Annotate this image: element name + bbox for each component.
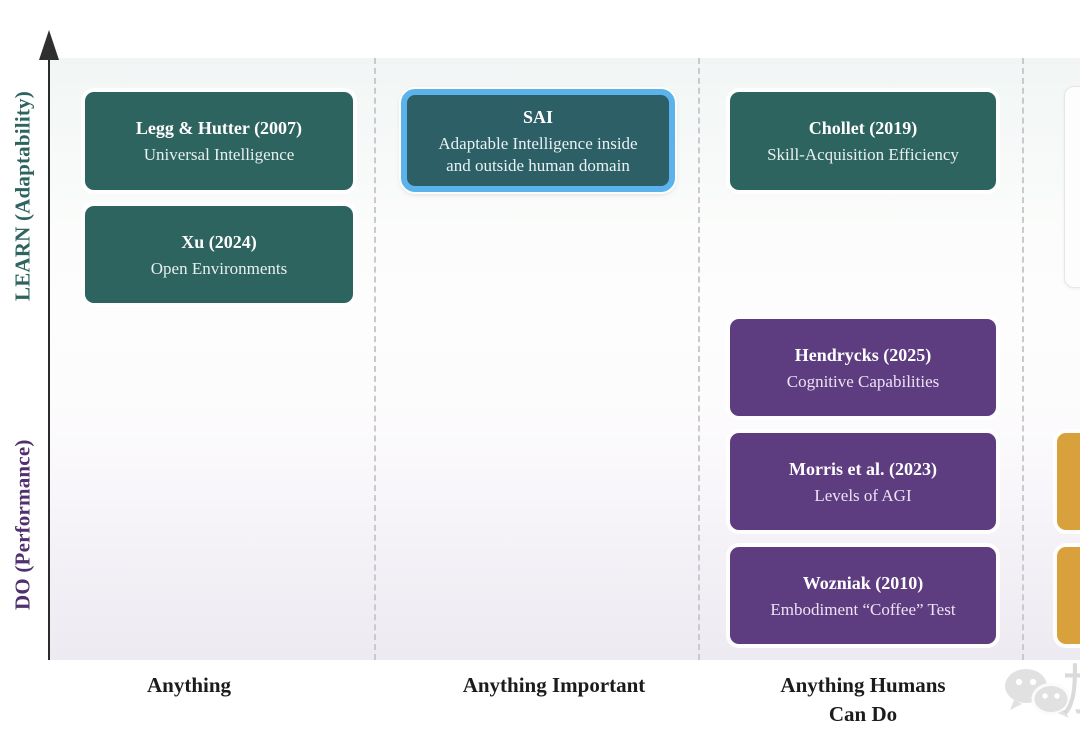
y-axis-label-learn: LEARN (Adaptability)	[10, 91, 35, 301]
node-orange-upper[interactable]	[1057, 433, 1080, 530]
x-tick-line1: Anything Humans	[780, 673, 946, 697]
column-divider-3	[1022, 58, 1024, 660]
y-axis-label-do: DO (Performance)	[10, 439, 35, 611]
y-axis-arrow-icon	[39, 30, 59, 60]
node-orange-lower[interactable]	[1057, 547, 1080, 644]
watermark-text: 加	[1062, 664, 1080, 720]
node-sai[interactable]: SAI Adaptable Intelligence inside and ou…	[401, 89, 675, 192]
node-legg-hutter[interactable]: Legg & Hutter (2007) Universal Intellige…	[85, 92, 353, 190]
node-subtitle: Universal Intelligence	[143, 145, 295, 164]
x-tick-line2: Can Do	[828, 702, 898, 726]
x-tick-anything-important: Anything Important	[462, 673, 646, 697]
node-title: Chollet (2019)	[808, 118, 918, 138]
node-chollet[interactable]: Chollet (2019) Skill-Acquisition Efficie…	[730, 92, 996, 190]
node-title: SAI	[522, 106, 553, 127]
x-tick-anything: Anything	[146, 673, 232, 697]
node-morris[interactable]: Morris et al. (2023) Levels of AGI	[730, 433, 996, 530]
node-hendrycks[interactable]: Hendrycks (2025) Cognitive Capabilities	[730, 319, 996, 416]
node-title: Morris et al. (2023)	[789, 458, 937, 479]
node-subtitle: Skill-Acquisition Efficiency	[767, 145, 959, 164]
y-axis-line	[48, 58, 50, 660]
x-tick-anything-humans-can-do: Anything Humans Can Do	[742, 671, 984, 729]
node-subtitle: Cognitive Capabilities	[786, 371, 940, 391]
node-title: Hendrycks (2025)	[794, 344, 932, 365]
node-wozniak[interactable]: Wozniak (2010) Embodiment “Coffee” Test	[730, 547, 996, 644]
node-subtitle-line2: and outside human domain	[446, 155, 630, 175]
wechat-icon	[998, 662, 1080, 724]
column-divider-1	[374, 58, 376, 660]
node-subtitle: Open Environments	[150, 258, 288, 278]
node-title: Wozniak (2010)	[802, 572, 924, 593]
node-xu[interactable]: Xu (2024) Open Environments	[85, 206, 353, 303]
offscreen-card-edge	[1064, 86, 1080, 288]
node-subtitle: Embodiment “Coffee” Test	[770, 599, 956, 619]
node-title: Legg & Hutter (2007)	[135, 118, 303, 138]
node-subtitle-line1: Adaptable Intelligence inside	[438, 133, 638, 153]
node-title: Xu (2024)	[181, 231, 257, 252]
node-subtitle: Levels of AGI	[814, 485, 912, 505]
column-divider-2	[698, 58, 700, 660]
